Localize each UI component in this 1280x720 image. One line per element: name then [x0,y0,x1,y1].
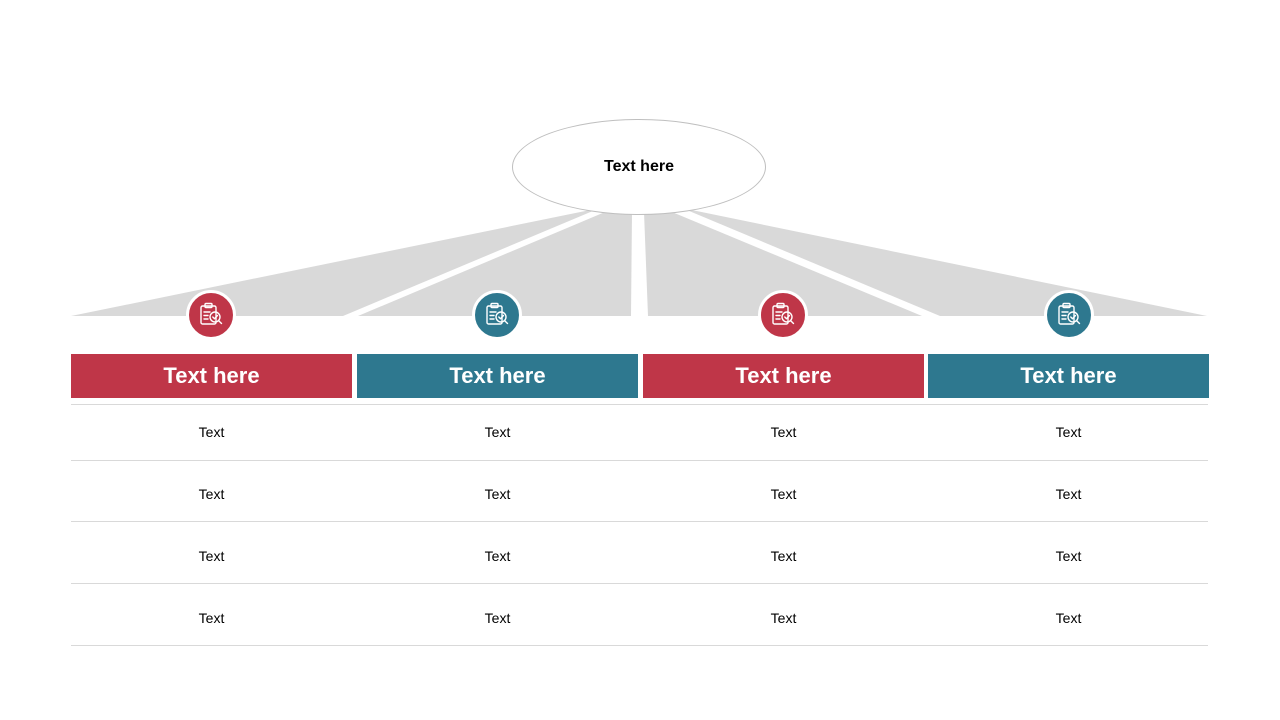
table-cell: Text [1055,486,1082,502]
row-divider [71,460,1208,461]
center-node: Text here [512,119,766,215]
column-2-badge [472,290,522,340]
column-4-badge [1044,290,1094,340]
table-cell: Text [484,610,511,626]
column-4-title: Text here [1020,363,1117,388]
row-divider [71,583,1208,584]
table-cell: Text [1055,424,1082,440]
column-3-header: Text here [643,354,924,398]
row-divider [71,521,1208,522]
clipboard-check-search-icon [486,302,509,325]
column-3-title: Text here [735,363,832,388]
table-cell: Text [484,548,511,564]
table-cell: Text [198,486,225,502]
clipboard-check-search-icon [200,302,223,325]
table-cell: Text [484,486,511,502]
table-cell: Text [484,424,511,440]
column-1-title: Text here [163,363,260,388]
fan-wedge-4 [682,208,1207,316]
center-node-label: Text here [604,158,674,175]
table-cell: Text [198,548,225,564]
clipboard-check-search-icon [1058,302,1081,325]
table-cell: Text [1055,610,1082,626]
column-4-header: Text here [928,354,1209,398]
table-cell: Text [770,424,797,440]
column-1-header: Text here [71,354,352,398]
row-divider [71,404,1208,405]
table-cell: Text [198,424,225,440]
column-2-title: Text here [449,363,546,388]
column-3-badge [758,290,808,340]
table-cell: Text [770,486,797,502]
table-cell: Text [770,610,797,626]
table-cell: Text [198,610,225,626]
table-cell: Text [770,548,797,564]
column-2-header: Text here [357,354,638,398]
fan-wedge-1 [71,208,600,316]
fan-wedge-2 [358,212,632,316]
clipboard-check-search-icon [772,302,795,325]
fan-wedge-3 [644,212,922,316]
column-1-badge [186,290,236,340]
table-cell: Text [1055,548,1082,564]
row-divider [71,645,1208,646]
